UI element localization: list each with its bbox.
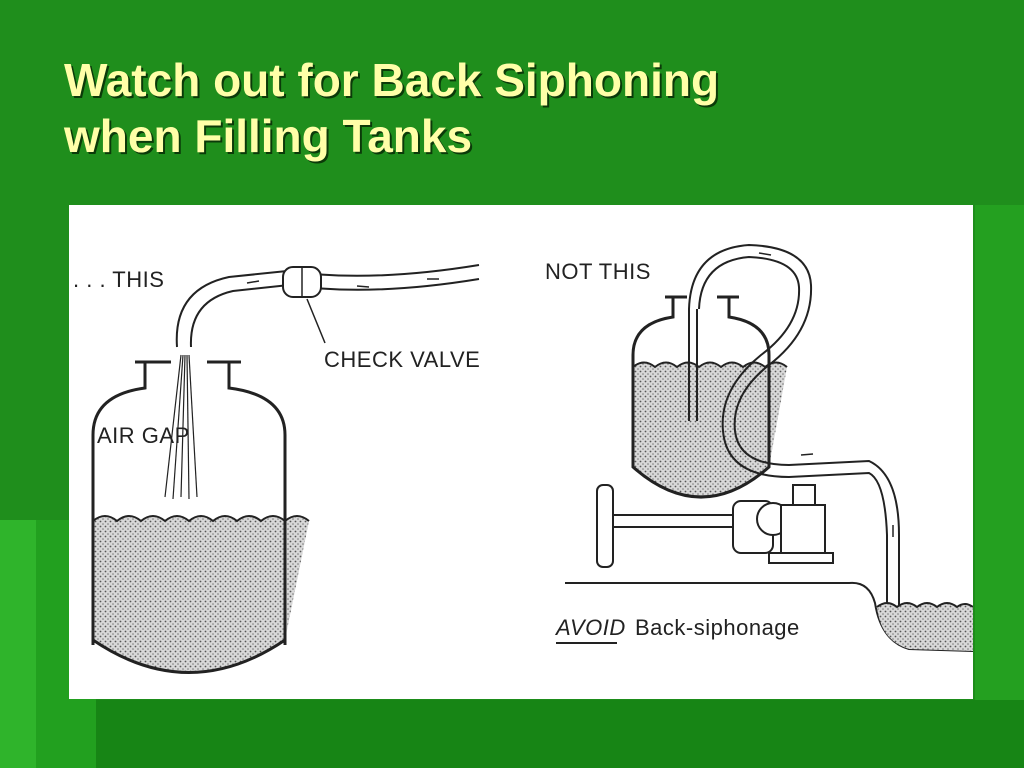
right-tank-liquid-surface	[632, 361, 788, 369]
right-tank-illustration: NOT THIS AVOID Back-siphonage	[545, 243, 973, 652]
background-stripe-right	[975, 205, 1024, 768]
right-tank-outline	[631, 297, 771, 499]
left-tank-illustration: . . . THIS CHECK VALVE AIR GAP	[73, 264, 480, 674]
slide-title-line-1: Watch out for Back Siphoning	[64, 54, 720, 106]
slide-title: Watch out for Back Siphoning when Fillin…	[64, 52, 719, 164]
pond-water	[877, 603, 973, 651]
check-valve	[282, 266, 322, 298]
fill-hose	[175, 264, 480, 348]
background-band-bottom	[96, 700, 1024, 768]
siphon-hose	[688, 243, 900, 605]
avoid-label: AVOID	[554, 615, 626, 640]
left-caption: . . . THIS	[73, 267, 164, 292]
siphoning-diagram: . . . THIS CHECK VALVE AIR GAP	[73, 243, 973, 674]
pump-assembly	[596, 484, 834, 568]
background-stripe-left	[0, 520, 36, 768]
check-valve-pointer	[306, 298, 326, 344]
left-tank-liquid	[93, 516, 309, 673]
back-siphonage-label: Back-siphonage	[635, 615, 800, 640]
left-tank-liquid-surface	[92, 515, 310, 523]
right-tank-liquid	[633, 362, 787, 497]
check-valve-label: CHECK VALVE	[324, 347, 480, 372]
left-tank-outline	[91, 362, 287, 674]
slide-title-line-2: when Filling Tanks	[64, 110, 473, 162]
right-caption: NOT THIS	[545, 259, 651, 284]
diagram-panel: . . . THIS CHECK VALVE AIR GAP	[69, 205, 973, 699]
water-spray	[164, 354, 198, 500]
air-gap-label: AIR GAP	[97, 423, 190, 448]
